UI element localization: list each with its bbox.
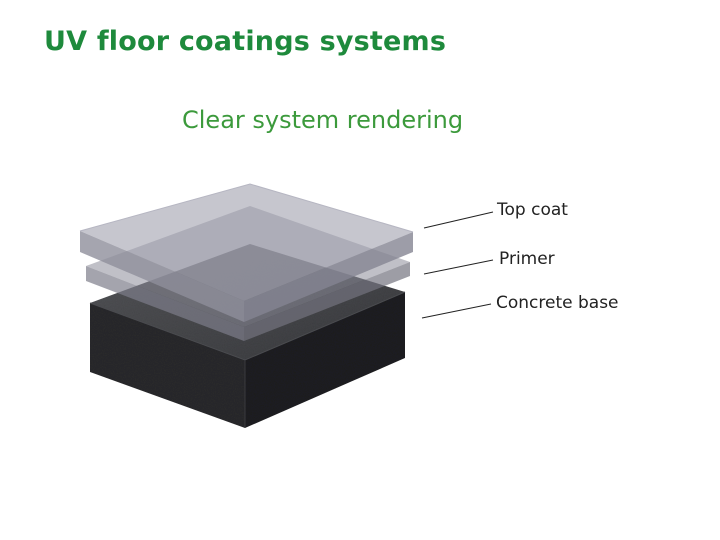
top-coat-leader-line: [423, 211, 494, 229]
page-title: UV floor coatings systems: [44, 26, 447, 57]
diagram-subtitle: Clear system rendering: [182, 106, 464, 134]
concrete-base-leader-line: [421, 303, 492, 319]
top-coat-label: Top coat: [497, 200, 568, 220]
primer-leader-line: [423, 259, 494, 275]
concrete-base-label: Concrete base: [496, 293, 619, 313]
top-coat-layer: [79, 183, 414, 322]
primer-label: Primer: [499, 249, 555, 269]
